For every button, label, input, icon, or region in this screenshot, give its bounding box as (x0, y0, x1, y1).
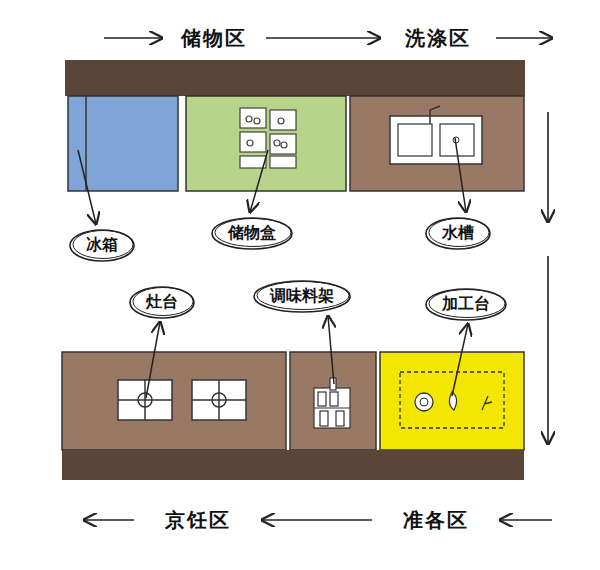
zone-label: 储物区 (178, 25, 250, 52)
spice-rack (314, 378, 350, 428)
callout-ellipse: 水槽 (424, 216, 492, 251)
zone-label: 准各区 (400, 507, 472, 534)
callout-text: 加工台 (424, 294, 508, 315)
callout-ellipse: 加工台 (424, 287, 508, 322)
flow-arrows (84, 38, 552, 520)
cutting-board (400, 372, 504, 428)
callout-text: 冰箱 (68, 235, 136, 256)
callout-text: 水槽 (424, 223, 492, 244)
storage-cabinet (186, 96, 346, 191)
stove-burners (118, 380, 246, 420)
stove-cabinet (62, 352, 286, 450)
storage-boxes (240, 108, 296, 168)
zone-label: 洗涤区 (402, 25, 474, 52)
callout-ellipse: 调味料架 (252, 279, 352, 314)
callout-ellipse: 储物盒 (210, 216, 294, 251)
zone-label: 京饪区 (162, 507, 234, 534)
callout-text: 灶台 (128, 292, 196, 313)
leader-lines (78, 138, 468, 398)
callout-text: 调味料架 (252, 286, 352, 307)
counter-base (62, 450, 524, 480)
counter-top (65, 60, 525, 96)
callout-ellipse: 冰箱 (68, 228, 136, 263)
sink-cabinet (350, 96, 524, 191)
sink (390, 106, 482, 164)
prep-counter (380, 352, 524, 450)
callout-text: 储物盒 (210, 223, 294, 244)
callout-ellipse: 灶台 (128, 285, 196, 320)
